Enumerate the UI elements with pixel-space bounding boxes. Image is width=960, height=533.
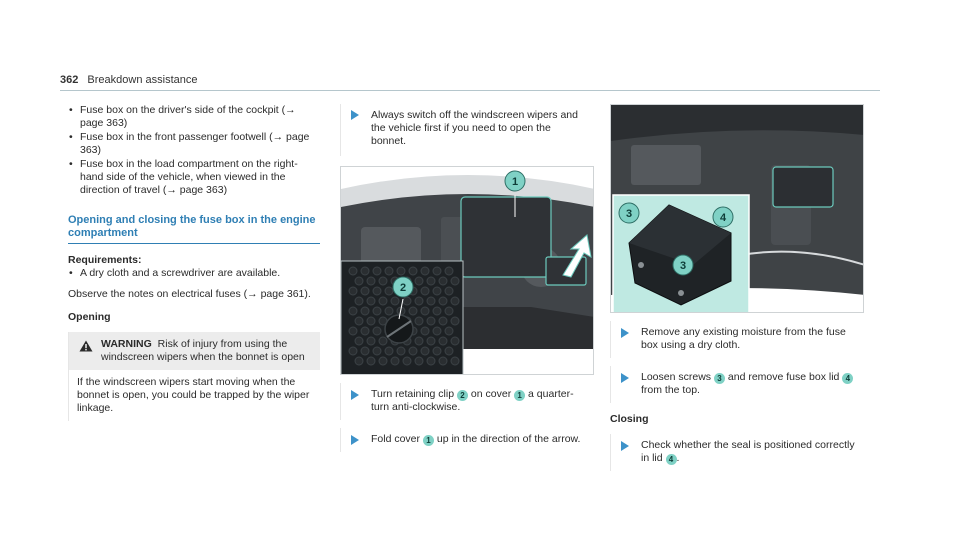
fuse-box-figure: 3 4 3 bbox=[610, 104, 864, 313]
note-text: Always switch off the windscreen wipers … bbox=[371, 109, 578, 147]
requirements-heading: Requirements: bbox=[68, 254, 142, 266]
callout-2: 2 bbox=[400, 282, 406, 294]
step-text: up in the direction of the arrow. bbox=[436, 433, 581, 445]
step-text: Check whether the seal is positioned cor… bbox=[641, 439, 855, 464]
warning-header: WARNING Risk of injury from using the wi… bbox=[69, 332, 320, 370]
step-text: . bbox=[676, 452, 680, 464]
section-title: Opening and closing the fuse box in the … bbox=[68, 214, 320, 244]
warning-label: WARNING bbox=[101, 338, 152, 350]
arrow-icon bbox=[351, 110, 359, 120]
warning-box: WARNING Risk of injury from using the wi… bbox=[68, 332, 320, 421]
step-text: from the top. bbox=[641, 384, 700, 396]
callout-badge: 3 bbox=[713, 373, 725, 384]
engine-bay-illustration: 1 2 bbox=[341, 167, 593, 374]
arrow-icon bbox=[621, 441, 629, 451]
engine-bay-figure: 1 2 bbox=[340, 166, 594, 375]
warning-headline: Risk of injury from using the windscreen… bbox=[101, 338, 305, 363]
arrow-icon bbox=[351, 390, 359, 400]
step-text: Remove any existing moisture from the fu… bbox=[641, 326, 846, 351]
step-remove-moisture: Remove any existing moisture from the fu… bbox=[610, 321, 864, 358]
callout-3-upper: 3 bbox=[626, 208, 632, 220]
step-text: Loosen screws bbox=[641, 371, 712, 383]
step-turn-clip: Turn retaining clip 2 on cover 1 a quart… bbox=[340, 383, 594, 420]
warning-triangle-icon bbox=[79, 340, 93, 356]
step-text: and remove fuse box lid bbox=[727, 371, 840, 383]
fuse-box-locations-list: Fuse box on the driver's side of the coc… bbox=[68, 104, 320, 197]
step-fold-cover: Fold cover 1 up in the direction of the … bbox=[340, 428, 594, 452]
callout-3-lower: 3 bbox=[680, 260, 686, 272]
arrow-icon bbox=[621, 328, 629, 338]
callout-badge: 1 bbox=[514, 390, 526, 401]
closing-heading: Closing bbox=[610, 413, 649, 425]
arrow-icon bbox=[351, 435, 359, 445]
column-left: Fuse box on the driver's side of the coc… bbox=[68, 104, 320, 421]
step-text: Turn retaining clip bbox=[371, 388, 455, 400]
step-text: Fold cover bbox=[371, 433, 421, 445]
step-loosen-screws: Loosen screws 3 and remove fuse box lid … bbox=[610, 366, 864, 403]
step-check-seal: Check whether the seal is positioned cor… bbox=[610, 434, 864, 471]
callout-badge: 1 bbox=[422, 435, 434, 446]
callout-1: 1 bbox=[512, 176, 518, 188]
list-item: Fuse box on the driver's side of the coc… bbox=[68, 104, 320, 130]
step-text: a quarter-turn anti-clockwise. bbox=[371, 388, 574, 413]
list-item: A dry cloth and a screwdriver are availa… bbox=[68, 267, 320, 280]
callout-badge: 4 bbox=[665, 454, 677, 465]
callout-4: 4 bbox=[720, 212, 727, 224]
column-right: 3 4 3 Remove any existing moisture from … bbox=[610, 104, 864, 471]
column-middle: Always switch off the windscreen wipers … bbox=[340, 104, 594, 452]
warning-body: If the windscreen wipers start moving wh… bbox=[77, 376, 310, 414]
list-item: Fuse box in the load compartment on the … bbox=[68, 158, 320, 197]
callout-badge: 4 bbox=[842, 373, 854, 384]
header-divider bbox=[60, 90, 880, 91]
opening-heading: Opening bbox=[68, 311, 111, 323]
requirements-list: A dry cloth and a screwdriver are availa… bbox=[68, 267, 320, 280]
chapter-title: Breakdown assistance bbox=[87, 74, 198, 86]
step-text: on cover bbox=[470, 388, 512, 400]
observe-notes-text: Observe the notes on electrical fuses (→… bbox=[68, 288, 311, 300]
page-number: 362 bbox=[60, 74, 79, 86]
fuse-box-illustration: 3 4 3 bbox=[611, 105, 863, 312]
list-item: Fuse box in the front passenger footwell… bbox=[68, 131, 320, 157]
note-box: Always switch off the windscreen wipers … bbox=[340, 104, 594, 156]
callout-badge: 2 bbox=[457, 390, 468, 401]
page-header: 362 Breakdown assistance bbox=[60, 74, 197, 86]
arrow-icon bbox=[621, 373, 629, 383]
